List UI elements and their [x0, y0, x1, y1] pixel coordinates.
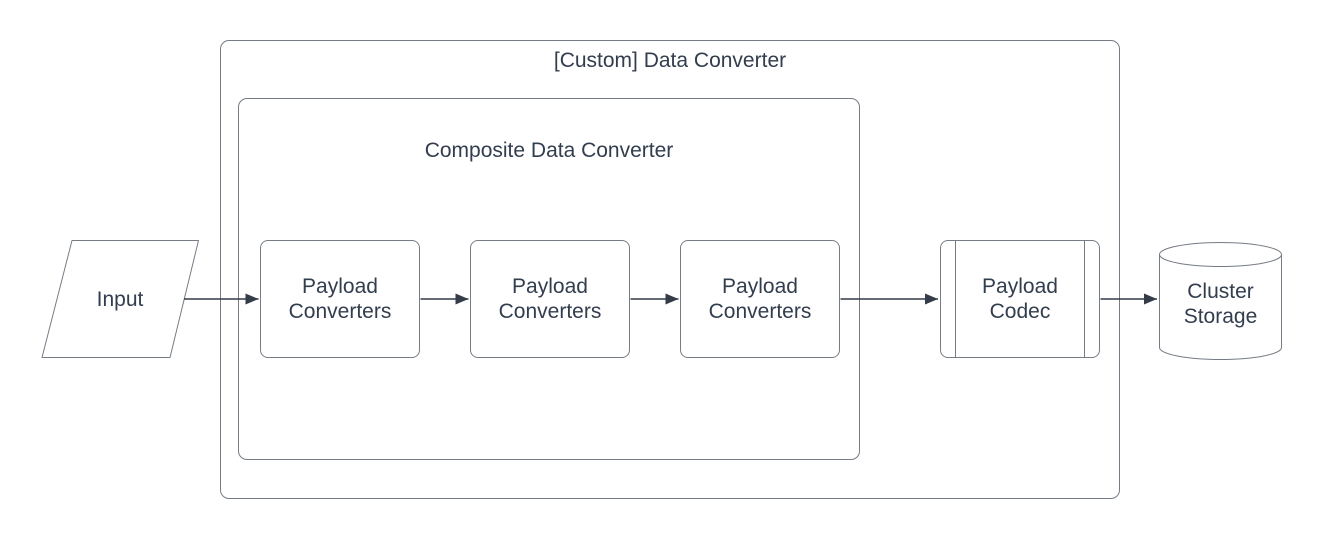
composite-data-converter-container [238, 98, 860, 460]
codec-left-bar [955, 241, 956, 357]
custom-data-converter-container [220, 40, 1120, 499]
composite-data-converter-label: Composite Data Converter [424, 139, 674, 162]
payload-converters-node-2: Payload Converters [470, 240, 630, 358]
payload-codec-label: Payload Codec [982, 275, 1058, 323]
cluster-storage-label: Cluster Storage [1183, 280, 1258, 328]
codec-right-bar [1084, 241, 1085, 357]
payload-codec-node: Payload Codec [940, 240, 1100, 358]
custom-data-converter-label: [Custom] Data Converter [553, 49, 787, 72]
input-node-label: Input [96, 287, 144, 311]
payload-converters-node-1: Payload Converters [260, 240, 420, 358]
payload-converters-node-3: Payload Converters [680, 240, 840, 358]
